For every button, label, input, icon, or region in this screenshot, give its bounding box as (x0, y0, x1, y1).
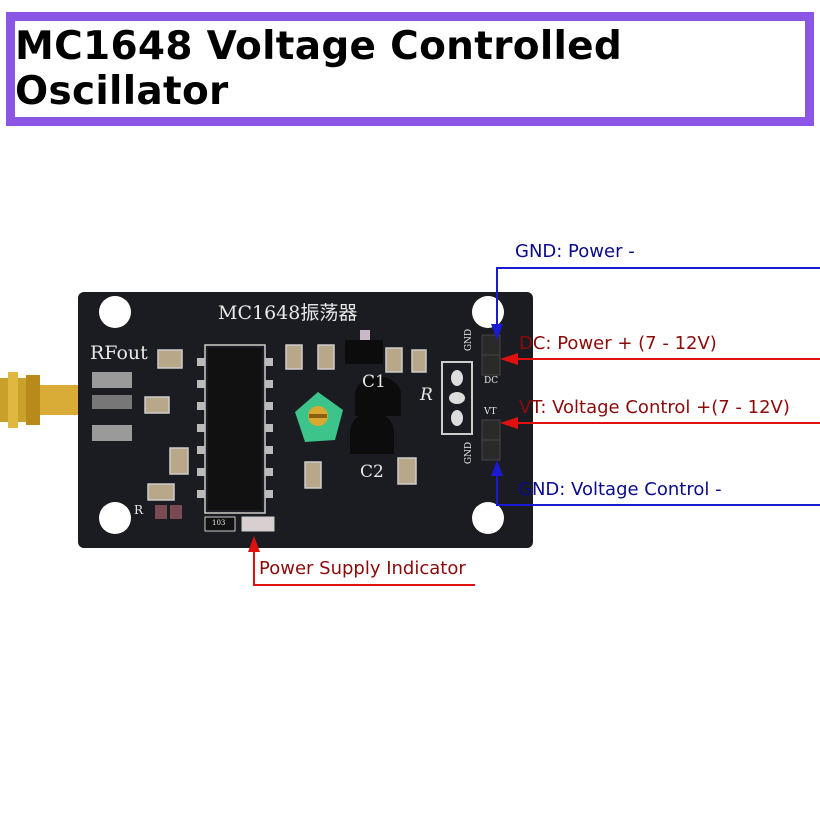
voltage-regulator (345, 340, 383, 364)
silkscreen-c1: C1 (362, 372, 386, 392)
label-dc-power: DC: Power + (7 - 12V) (519, 333, 717, 354)
silkscreen-r-pot: R (420, 385, 433, 405)
label-power-indicator: Power Supply Indicator (259, 558, 466, 579)
arrow-left-icon (500, 353, 518, 365)
varactor-c2 (350, 412, 394, 454)
page-title: MC1648 Voltage Controlled Oscillator (15, 24, 623, 114)
pin-header (481, 334, 501, 461)
silkscreen-c2: C2 (360, 462, 384, 482)
mounting-hole (472, 502, 504, 534)
silkscreen-gnd-top: GND (464, 328, 475, 352)
smd-components (144, 344, 427, 501)
arrow-down-icon (491, 324, 503, 340)
power-led (241, 516, 275, 532)
arrow-up-icon (491, 460, 503, 476)
trimmer-capacitor (295, 392, 343, 442)
silkscreen-rfout: RFout (90, 342, 148, 364)
resistor-103 (204, 516, 236, 532)
silkscreen-r: R (134, 503, 144, 517)
mounting-hole (472, 296, 504, 328)
power-indicator-pointer (253, 550, 475, 586)
label-gnd-control: GND: Voltage Control - (518, 479, 722, 500)
label-gnd-power: GND: Power - (515, 241, 635, 262)
gnd-power-pointer (496, 267, 820, 330)
arrow-left-icon (500, 417, 518, 429)
mounting-hole (99, 296, 131, 328)
arrow-up-icon (248, 536, 260, 552)
silkscreen-dc: DC (484, 376, 499, 386)
mounting-hole (99, 502, 131, 534)
silkscreen-gnd-bottom: GND (464, 441, 475, 465)
gnd-control-pointer (496, 470, 820, 506)
silkscreen-resistor-code: 103 (212, 519, 226, 527)
silkscreen-title: MC1648振荡器 (218, 302, 358, 324)
varactor-c1 (355, 376, 401, 416)
potentiometer-footprint (441, 361, 473, 435)
title-frame: MC1648 Voltage Controlled Oscillator (6, 12, 814, 126)
label-vt-control: VT: Voltage Control +(7 - 12V) (519, 397, 790, 418)
silkscreen-vt: VT (484, 407, 497, 417)
mc1648-ic (197, 344, 273, 514)
